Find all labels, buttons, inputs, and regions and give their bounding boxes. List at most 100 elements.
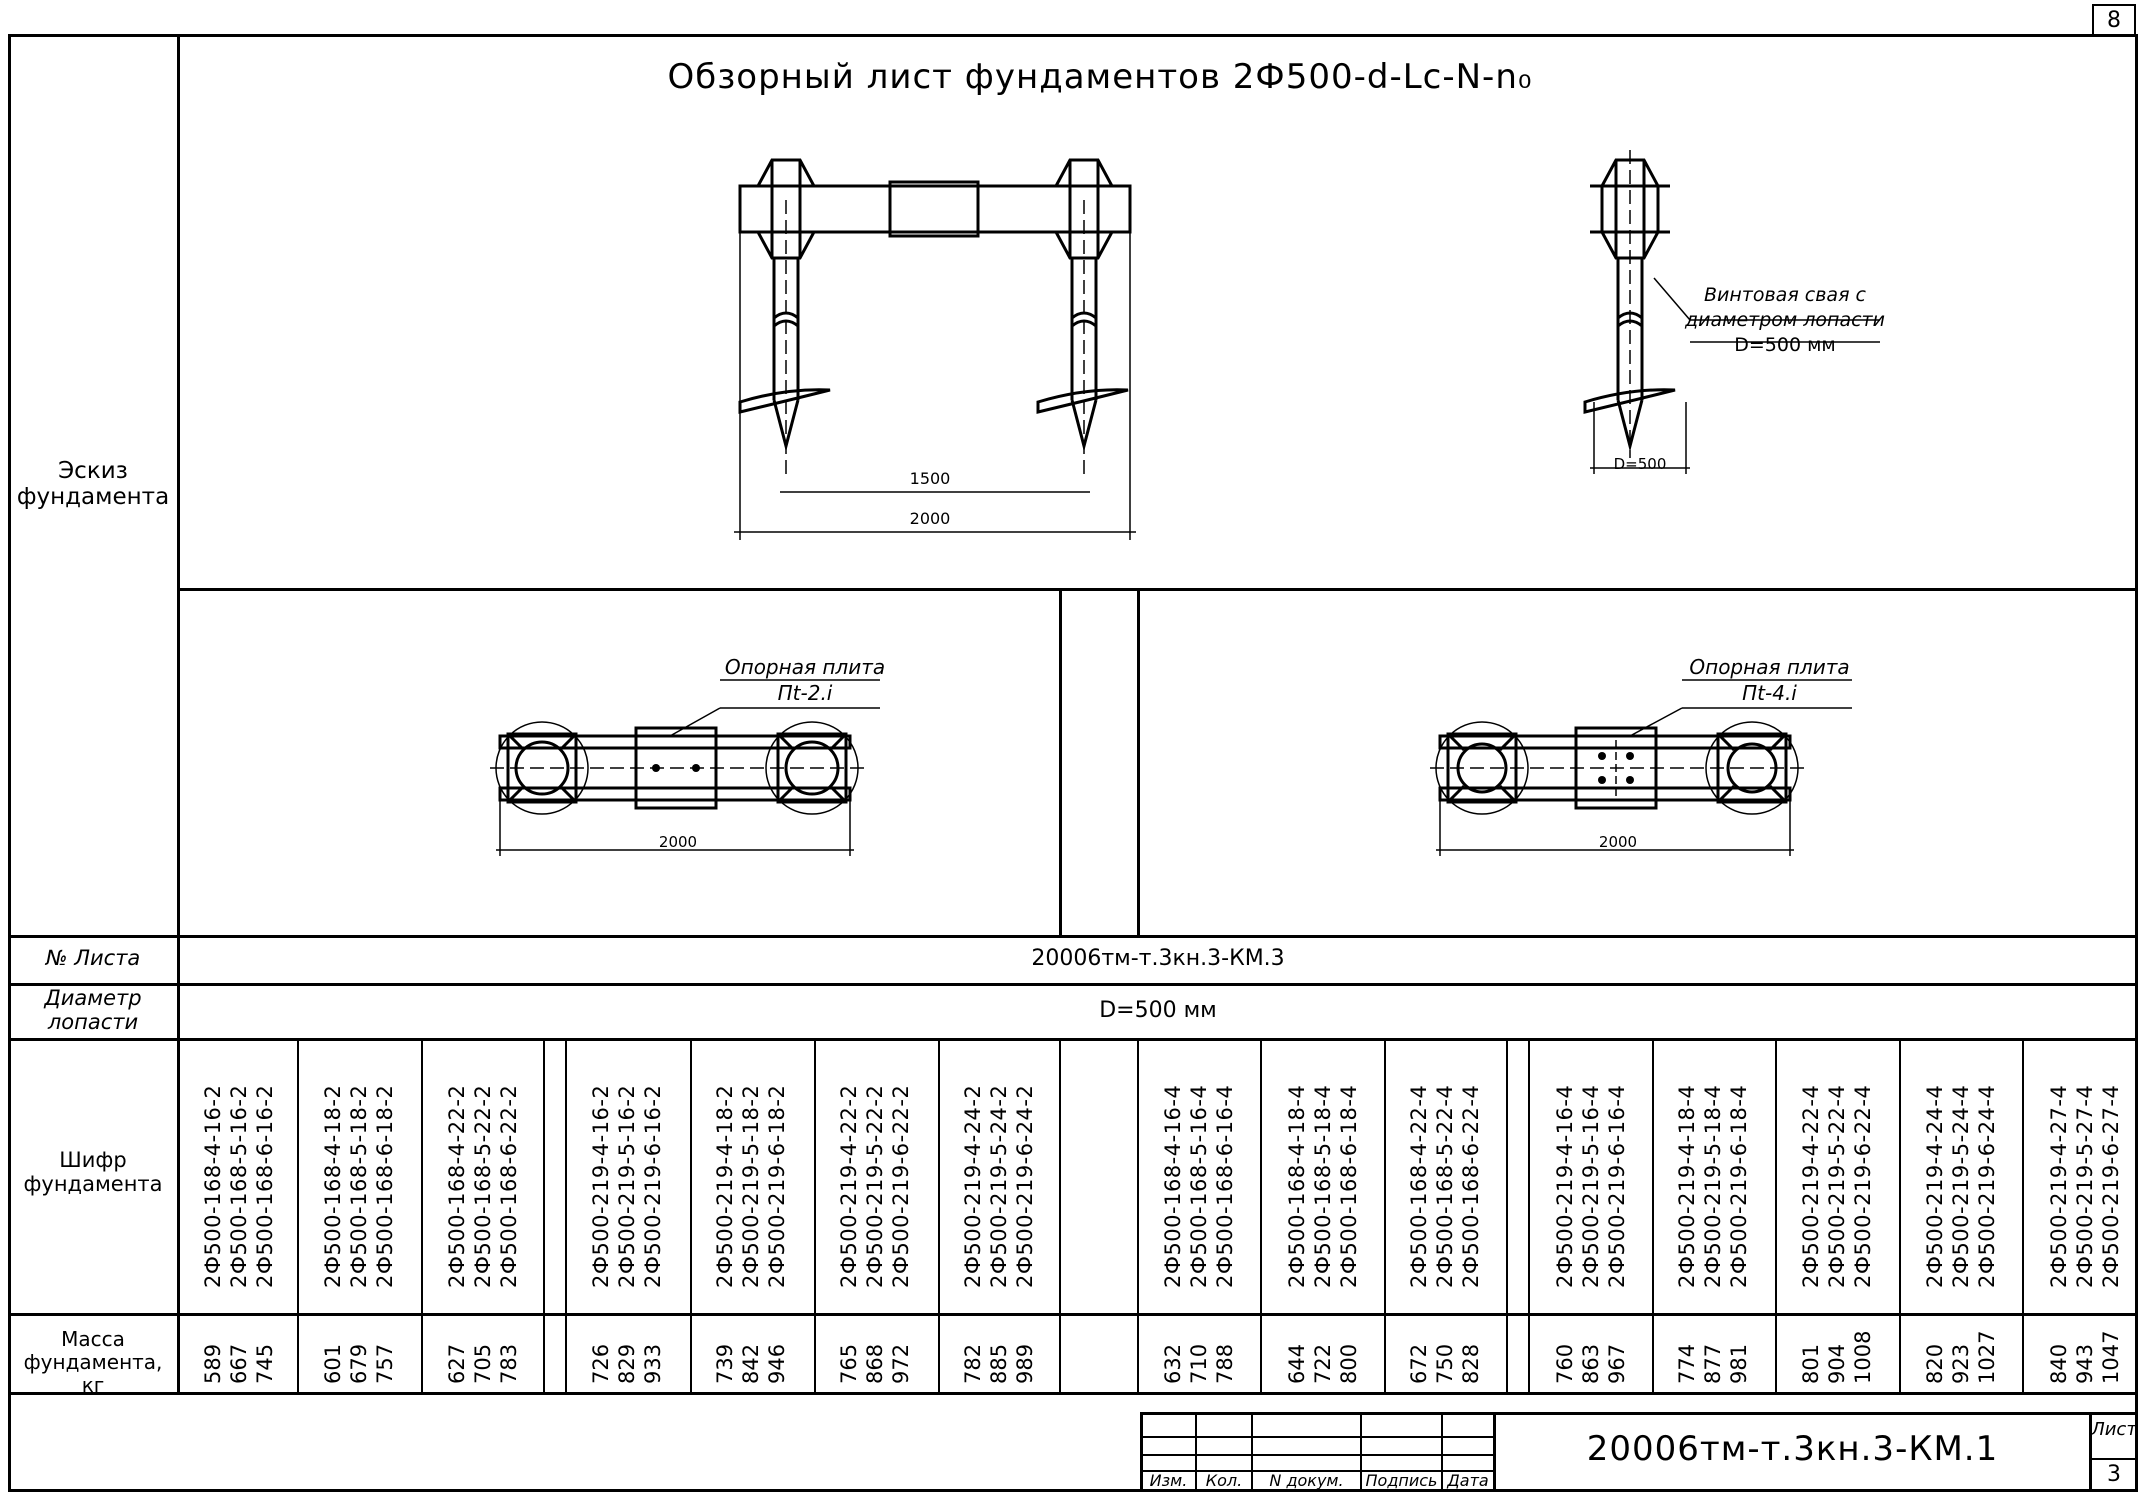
col-divider (1059, 1038, 1061, 1392)
foundation-mass-cell: 801 904 1008 (1799, 1330, 1875, 1384)
diameter-row-top (8, 983, 2138, 986)
tb-header-kol: Кол. (1205, 1471, 1243, 1490)
title-block-mid (1493, 1412, 1496, 1492)
foundation-code-cell: 2Ф500-219-4-24-4 2Ф500-219-5-24-4 2Ф500-… (1923, 1084, 1999, 1288)
plan-left-label-line1: Опорная плита (724, 655, 886, 679)
title-block-rule (1140, 1470, 1493, 1472)
plan-left-dim: 2000 (658, 833, 698, 851)
dim-d500: D=500 (1613, 455, 1667, 473)
row-label-sketch-text: Эскиз фундамента (16, 458, 170, 511)
plan-view-left (490, 721, 870, 856)
col-divider (1528, 1038, 1530, 1392)
foundation-mass-cell: 632 710 788 (1161, 1343, 1237, 1384)
pile-note-line1: Винтовая свая с (1703, 284, 1866, 306)
plan-divider-left (1059, 588, 1062, 935)
foundation-code-cell: 2Ф500-219-4-22-4 2Ф500-219-5-22-4 2Ф500-… (1799, 1084, 1875, 1288)
col-divider (297, 1038, 299, 1392)
mass-row-top (8, 1313, 2138, 1316)
foundation-code-cell: 2Ф500-168-4-16-2 2Ф500-168-5-16-2 2Ф500-… (201, 1084, 277, 1288)
foundation-code-cell: 2Ф500-219-4-22-2 2Ф500-219-5-22-2 2Ф500-… (837, 1084, 913, 1288)
sheet-number: 3 (2107, 1462, 2121, 1487)
row-label-code: Шифр фундамента (23, 1148, 163, 1197)
row-label-sheet-no: № Листа (45, 946, 141, 970)
foundation-code-cell: 2Ф500-219-4-18-4 2Ф500-219-5-18-4 2Ф500-… (1675, 1084, 1751, 1288)
row-label-sketch: Эскиз фундамента (12, 458, 174, 511)
col-divider (1260, 1038, 1262, 1392)
page-title: Обзорный лист фундаментов 2Ф500-d-Lc-N-n… (667, 57, 1533, 97)
sketch-row-divider (177, 588, 2138, 591)
foundation-code-cell: 2Ф500-219-4-16-4 2Ф500-219-5-16-4 2Ф500-… (1553, 1084, 1629, 1288)
foundation-mass-cell: 672 750 828 (1407, 1343, 1483, 1384)
foundation-mass-cell: 644 722 800 (1285, 1343, 1361, 1384)
foundation-code-cell: 2Ф500-168-4-18-2 2Ф500-168-5-18-2 2Ф500-… (321, 1084, 397, 1288)
plan-divider-right (1137, 588, 1140, 935)
foundation-mass-cell: 739 842 946 (713, 1343, 789, 1384)
row-label-blade-diameter: Диаметр лопасти (44, 986, 142, 1035)
col-divider (1652, 1038, 1654, 1392)
foundation-code-cell: 2Ф500-219-4-24-2 2Ф500-219-5-24-2 2Ф500-… (961, 1084, 1037, 1288)
plan-view-right (1430, 721, 1810, 856)
document-code: 20006тм-т.3кн.3-КМ.1 (1586, 1429, 1999, 1469)
label-column-divider (177, 34, 180, 1394)
title-block-right (2089, 1412, 2092, 1492)
col-divider (1137, 1038, 1139, 1392)
col-divider (2022, 1038, 2024, 1392)
pile-note-line2: диаметром лопасти (1685, 309, 1885, 331)
drawing-frame (8, 34, 2138, 1492)
title-block-col (1195, 1412, 1197, 1492)
title-block-col (1441, 1412, 1443, 1492)
foundation-code-cell: 2Ф500-168-4-18-4 2Ф500-168-5-18-4 2Ф500-… (1285, 1084, 1361, 1288)
foundation-mass-cell: 820 923 1027 (1923, 1330, 1999, 1384)
foundation-code-cell: 2Ф500-168-4-22-4 2Ф500-168-5-22-4 2Ф500-… (1407, 1084, 1483, 1288)
foundation-mass-cell: 765 868 972 (837, 1343, 913, 1384)
sheet-reference: 20006тм-т.3кн.3-КМ.3 (1031, 946, 1285, 971)
title-block-left (1140, 1412, 1143, 1492)
plan-left-leader (669, 679, 880, 737)
title-block-top (1140, 1412, 2138, 1415)
diameter-value: D=500 мм (1099, 998, 1217, 1023)
col-divider (938, 1038, 940, 1392)
foundation-mass-cell: 589 667 745 (201, 1343, 277, 1384)
foundation-mass-cell: 774 877 981 (1675, 1343, 1751, 1384)
title-block-rule (2089, 1458, 2138, 1460)
sheet-label: Лист (2091, 1419, 2137, 1440)
corner-sheet-number: 8 (2092, 4, 2136, 34)
tb-header-date: Дата (1447, 1471, 1489, 1490)
foundation-mass-cell: 726 829 933 (589, 1343, 665, 1384)
col-divider (421, 1038, 423, 1392)
col-divider (543, 1038, 545, 1392)
plan-right-label-line2: Пt-4.i (1742, 681, 1797, 705)
plan-right-dim: 2000 (1598, 833, 1638, 851)
title-block-col (1360, 1412, 1362, 1492)
title-block-rule (1140, 1454, 1493, 1456)
tb-header-sign: Подпись (1365, 1471, 1438, 1490)
pile-note-line3: D=500 мм (1734, 334, 1836, 356)
dim-2000-elevation: 2000 (909, 509, 951, 528)
sheet-row-top (8, 935, 2138, 938)
foundation-mass-cell: 760 863 967 (1553, 1343, 1629, 1384)
col-divider (814, 1038, 816, 1392)
foundation-code-cell: 2Ф500-219-4-18-2 2Ф500-219-5-18-2 2Ф500-… (713, 1084, 789, 1288)
col-divider (1899, 1038, 1901, 1392)
foundation-mass-cell: 627 705 783 (445, 1343, 521, 1384)
single-pile-sketch (1583, 150, 1690, 474)
row-label-mass: Масса фундамента, кг (23, 1327, 163, 1397)
col-divider (1775, 1038, 1777, 1392)
elevation-sketch-two-piles (734, 158, 1136, 540)
col-divider (1384, 1038, 1386, 1392)
foundation-code-cell: 2Ф500-219-4-27-4 2Ф500-219-5-27-4 2Ф500-… (2047, 1084, 2123, 1288)
foundation-mass-cell: 840 943 1047 (2047, 1330, 2123, 1384)
tb-header-doc: N докум. (1269, 1471, 1344, 1490)
col-divider (565, 1038, 567, 1392)
title-block-col (1251, 1412, 1253, 1492)
dim-1500: 1500 (909, 469, 951, 488)
foundation-code-cell: 2Ф500-168-4-22-2 2Ф500-168-5-22-2 2Ф500-… (445, 1084, 521, 1288)
mass-row-bottom (8, 1392, 2138, 1395)
code-row-top (8, 1038, 2138, 1041)
foundation-mass-cell: 601 679 757 (321, 1343, 397, 1384)
plan-right-leader (1629, 679, 1852, 737)
foundation-code-cell: 2Ф500-219-4-16-2 2Ф500-219-5-16-2 2Ф500-… (589, 1084, 665, 1288)
tb-header-izm: Изм. (1149, 1471, 1188, 1490)
pile-note-leader (1653, 277, 1880, 343)
col-divider (1506, 1038, 1508, 1392)
